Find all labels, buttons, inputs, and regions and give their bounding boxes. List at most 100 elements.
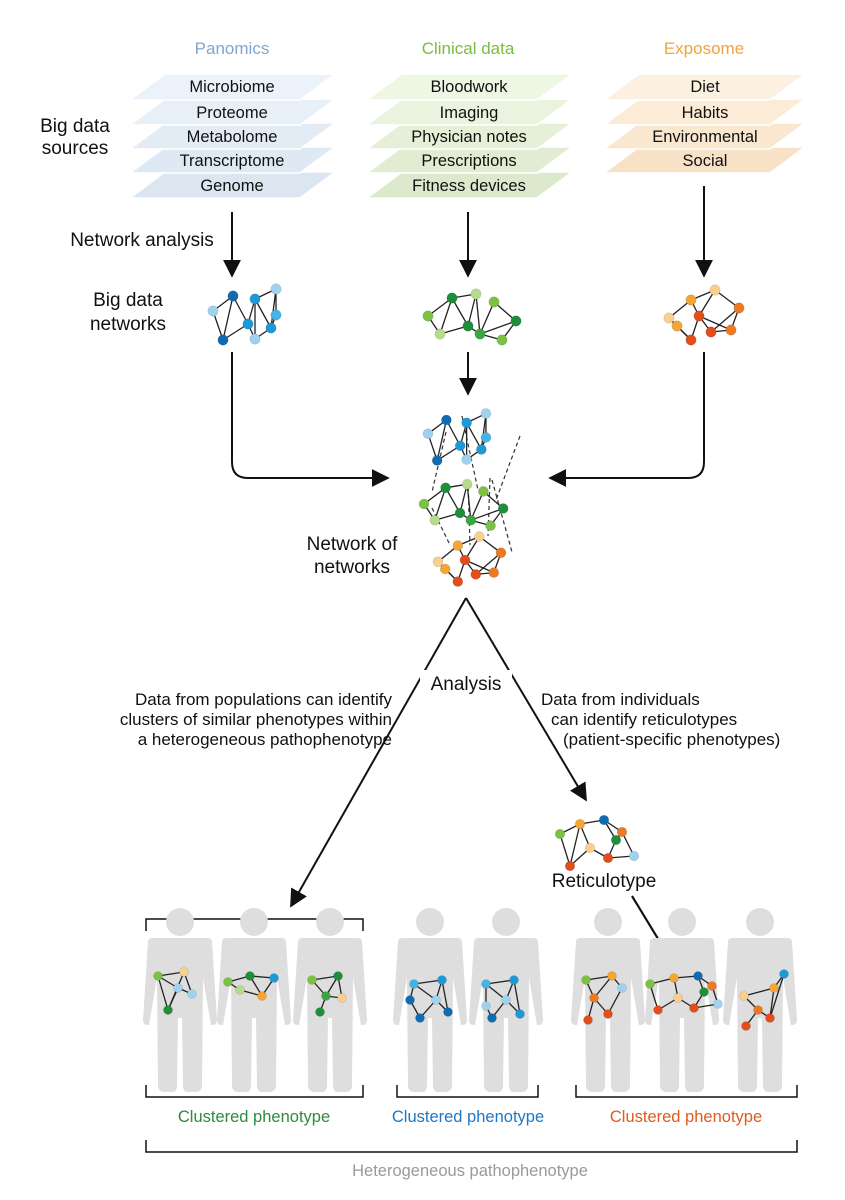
network-node xyxy=(474,328,486,340)
network-edge xyxy=(157,975,169,1011)
network-node xyxy=(422,310,434,322)
network-node xyxy=(753,1005,763,1015)
network-node xyxy=(769,983,779,993)
network-node xyxy=(446,292,458,304)
cluster-2-bracket xyxy=(396,1085,539,1098)
analysis-label: Analysis xyxy=(431,674,502,695)
network-node xyxy=(497,503,509,514)
network-node xyxy=(713,999,723,1009)
big-data-networks-label: Big data xyxy=(93,290,163,311)
panomics-layer-4: Transcriptome xyxy=(180,152,285,170)
cluster-2-label: Clustered phenotype xyxy=(392,1108,544,1126)
big-data-sources-label: Big data xyxy=(40,116,110,137)
dashed-link xyxy=(491,479,513,553)
dashed-link xyxy=(461,415,479,491)
network-edge xyxy=(466,422,482,450)
big-data-sources-label-2: sources xyxy=(42,138,109,159)
network-edge xyxy=(607,987,623,1015)
network-node xyxy=(515,1009,525,1019)
network-node xyxy=(741,1021,751,1031)
exposome-layer-2: Habits xyxy=(682,104,729,122)
network-node xyxy=(269,973,279,983)
populations-text-1: Data from populations can identify xyxy=(135,690,393,709)
network-node xyxy=(488,296,500,308)
network-node xyxy=(432,556,444,568)
network-edge xyxy=(464,559,495,574)
network-node xyxy=(616,826,628,838)
individuals-text-3: (patient-specific phenotypes) xyxy=(563,730,780,749)
bloodwork-layer xyxy=(364,73,575,101)
network-node xyxy=(249,333,261,345)
network-node xyxy=(733,302,745,314)
exposome-layer-4: Social xyxy=(683,152,728,170)
network-node xyxy=(653,1005,663,1015)
network-edge xyxy=(413,979,443,985)
network-node xyxy=(440,482,451,494)
network-node xyxy=(179,967,189,977)
network-node xyxy=(459,554,471,566)
network-edge xyxy=(470,491,484,521)
network-node xyxy=(315,1007,325,1017)
network-node xyxy=(663,312,675,324)
network-edge xyxy=(710,307,740,333)
network-edge xyxy=(649,983,659,1011)
network-edge xyxy=(434,487,447,521)
network-node xyxy=(409,979,419,989)
network-of-networks-label: Network of xyxy=(307,534,399,555)
network-of-networks-label-2: networks xyxy=(314,557,390,578)
network-node xyxy=(474,531,485,542)
network-edge xyxy=(222,295,234,341)
network-node xyxy=(554,828,566,840)
network-node xyxy=(628,850,640,862)
network-node xyxy=(496,334,508,346)
network-node xyxy=(405,995,415,1005)
network-node xyxy=(337,993,347,1003)
network-node xyxy=(257,991,267,1001)
network-node xyxy=(707,981,717,991)
network-node xyxy=(617,983,627,993)
network-node xyxy=(584,842,596,854)
network-edge xyxy=(743,987,775,997)
network-node xyxy=(217,334,229,346)
dashed-link xyxy=(487,477,491,537)
panomics-layer-5: Genome xyxy=(200,177,263,195)
network-node xyxy=(765,1013,775,1023)
dashed-link xyxy=(495,435,521,501)
network-node xyxy=(669,973,679,983)
network-node xyxy=(709,284,721,296)
network-edge xyxy=(479,301,495,335)
network-node xyxy=(581,975,591,985)
network-node xyxy=(454,507,466,519)
populations-text-3: a heterogeneous pathophenotype xyxy=(138,730,392,749)
network-node xyxy=(163,1005,173,1015)
cluster-3-bracket xyxy=(575,1085,798,1098)
network-node xyxy=(487,1013,497,1023)
clinical-layer-1: Bloodwork xyxy=(430,78,508,96)
arrow-exposome-to-combined xyxy=(548,352,705,487)
network-node xyxy=(699,987,709,997)
network-edge xyxy=(479,320,517,335)
network-node xyxy=(431,455,443,466)
network-node xyxy=(321,991,331,1001)
populations-text-2: clusters of similar phenotypes within xyxy=(120,710,392,729)
panomics-title: Panomics xyxy=(195,39,270,58)
network-node xyxy=(693,971,703,981)
network-node xyxy=(481,979,491,989)
network-node xyxy=(488,567,500,578)
clinical-network xyxy=(422,288,522,346)
network-node xyxy=(564,860,576,872)
network-edge xyxy=(769,973,785,1019)
network-node xyxy=(441,414,452,426)
network-node xyxy=(270,309,282,321)
network-node xyxy=(725,324,737,336)
clinical-data-stack: Clinical data Bloodwork Imaging Physicia… xyxy=(364,39,575,199)
patients xyxy=(143,908,797,1092)
panomics-layer-1: Microbiome xyxy=(189,78,274,96)
cluster-1-bracket xyxy=(145,1085,364,1098)
network-edge xyxy=(467,293,477,327)
network-analysis-label: Network analysis xyxy=(70,230,214,251)
person-silhouette xyxy=(217,908,291,1092)
clinical-layer-5: Fitness devices xyxy=(412,177,526,195)
network-node xyxy=(495,547,507,559)
